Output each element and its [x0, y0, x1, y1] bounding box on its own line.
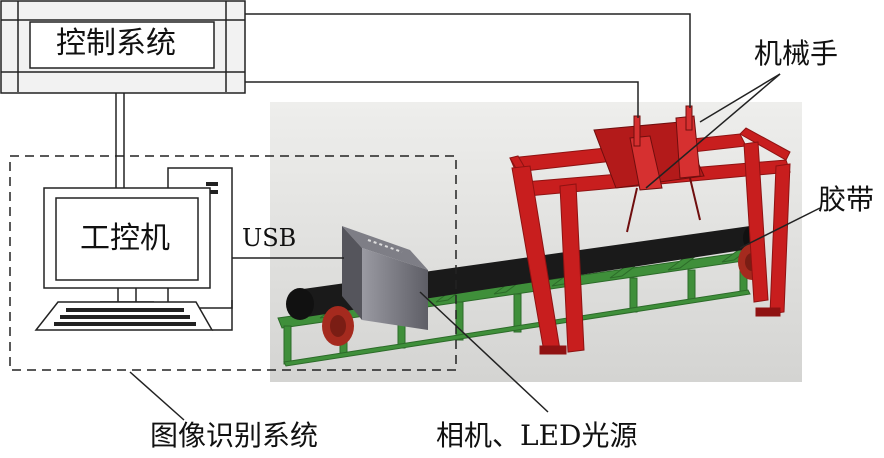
camera-led-label: 相机、LED光源: [436, 419, 638, 452]
usb-label: USB: [242, 224, 297, 252]
conveyor-belt-label: 胶带: [818, 183, 875, 216]
manipulator: [593, 105, 705, 233]
industrial-pc-label: 工控机: [80, 221, 170, 256]
robot-arm-label: 机械手: [754, 37, 839, 70]
leader-lines: [129, 73, 821, 421]
gantry-frame: [509, 127, 791, 355]
camera-box: [342, 226, 428, 330]
image-recognition-system-label: 图像识别系统: [150, 419, 319, 452]
control-system-box: [0, 0, 246, 94]
keyboard-keys: [54, 308, 196, 326]
wiring: [115, 13, 691, 331]
control-system-label: 控制系统: [56, 26, 176, 61]
